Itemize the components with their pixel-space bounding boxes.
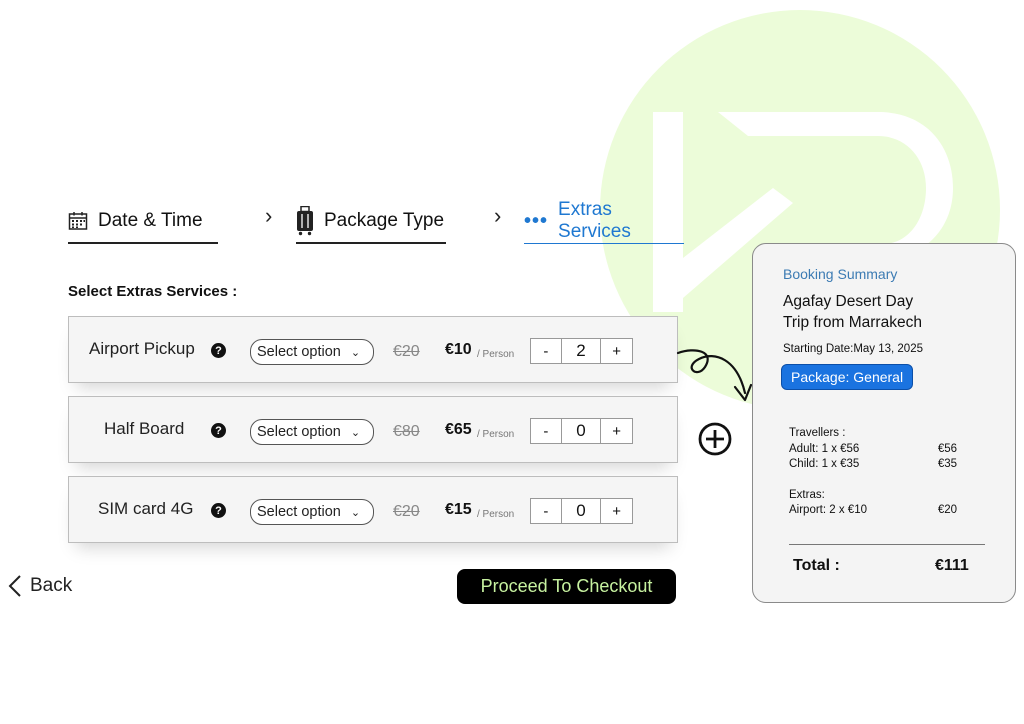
line-amount: €56 <box>937 442 957 455</box>
line-amount: €35 <box>937 458 957 470</box>
select-value: Select option <box>257 504 341 520</box>
increment-button[interactable]: + <box>612 502 622 520</box>
help-icon[interactable]: ? <box>211 343 226 358</box>
decrement-button[interactable]: - <box>531 339 562 363</box>
help-icon[interactable]: ? <box>211 503 226 518</box>
travellers-label: Travellers : <box>789 427 846 439</box>
curly-arrow-icon <box>676 349 753 402</box>
old-price: €20 <box>393 503 420 520</box>
extra-row-airport-pickup: Airport Pickup ? Select option ⌄ €20 €10… <box>68 316 678 383</box>
ellipsis-icon: ••• <box>524 209 549 232</box>
extra-row-half-board: Half Board ? Select option ⌄ €80 €65 / P… <box>68 396 678 463</box>
select-value: Select option <box>257 424 341 440</box>
step-date-time[interactable]: Date & Time <box>68 198 218 244</box>
step-extras-services[interactable]: ••• Extras Services <box>524 198 684 244</box>
increment-button[interactable]: + <box>612 422 622 440</box>
quantity-stepper: - 2 + <box>530 338 633 364</box>
step-underline <box>524 242 684 244</box>
step-underline <box>296 242 446 244</box>
line-label: Airport: 2 x €10 <box>789 504 867 516</box>
proceed-to-checkout-button[interactable]: Proceed To Checkout <box>457 569 676 604</box>
quantity-stepper: - 0 + <box>530 498 633 524</box>
quantity-value[interactable]: 0 <box>562 419 602 443</box>
select-value: Select option <box>257 344 341 360</box>
summary-line: Child: 1 x €35 €35 <box>789 457 957 473</box>
line-amount: €20 <box>937 504 957 516</box>
calendar-icon <box>68 212 88 230</box>
trip-name: Agafay Desert Day Trip from Marrakech <box>783 291 983 333</box>
decrement-button[interactable]: - <box>531 499 562 523</box>
option-select[interactable]: Select option ⌄ <box>250 499 374 525</box>
luggage-icon <box>297 206 313 236</box>
line-label: Adult: 1 x €56 <box>789 442 860 455</box>
trip-name-line: Agafay Desert Day <box>783 293 914 310</box>
quantity-value[interactable]: 0 <box>562 499 602 523</box>
summary-line: Adult: 1 x €56 €56 <box>789 442 957 458</box>
chevron-right-icon: › <box>494 203 502 228</box>
quantity-stepper: - 0 + <box>530 418 633 444</box>
per-person-label: / Person <box>477 349 515 360</box>
old-price: €20 <box>393 343 420 360</box>
option-select[interactable]: Select option ⌄ <box>250 419 374 445</box>
step-package-type[interactable]: Package Type <box>296 198 446 244</box>
quantity-value[interactable]: 2 <box>562 339 602 363</box>
extras-label: Extras: <box>789 488 825 501</box>
total-value: €111 <box>935 557 969 574</box>
chevron-down-icon: ⌄ <box>350 426 361 439</box>
extra-row-sim-card: SIM card 4G ? Select option ⌄ €20 €15 / … <box>68 476 678 543</box>
trip-name-line: Trip from Marrakech <box>783 314 922 331</box>
extra-name: Half Board <box>104 419 185 438</box>
per-person-label: / Person <box>477 429 515 440</box>
back-button[interactable]: Back <box>8 574 72 598</box>
chevron-down-icon: ⌄ <box>350 506 361 519</box>
package-badge: Package: General <box>781 364 914 390</box>
step-label: Date & Time <box>98 210 203 231</box>
chevron-down-icon: ⌄ <box>350 346 361 359</box>
summary-lines: Travellers : Adult: 1 x €56 €56 Child: 1… <box>789 426 957 519</box>
decrement-button[interactable]: - <box>531 419 562 443</box>
old-price: €80 <box>393 423 420 440</box>
option-select[interactable]: Select option ⌄ <box>250 339 374 365</box>
section-title: Select Extras Services : <box>68 283 238 300</box>
extra-name: SIM card 4G <box>98 499 194 518</box>
back-label: Back <box>30 575 73 596</box>
price: €15 <box>445 501 472 518</box>
step-label: Package Type <box>324 210 445 231</box>
summary-divider <box>789 544 985 545</box>
step-label: Extras Services <box>558 199 631 242</box>
chevron-left-icon <box>8 575 21 597</box>
summary-line: Airport: 2 x €10 €20 <box>789 503 957 519</box>
step-underline <box>68 242 218 244</box>
help-icon[interactable]: ? <box>211 423 226 438</box>
price: €65 <box>445 421 472 438</box>
total-label: Total : <box>793 557 840 574</box>
increment-button[interactable]: + <box>612 342 622 360</box>
chevron-right-icon: › <box>265 203 273 228</box>
plus-circle-icon <box>698 422 732 456</box>
extra-name: Airport Pickup <box>89 339 195 358</box>
line-label: Child: 1 x €35 <box>789 458 860 470</box>
starting-date: Starting Date:May 13, 2025 <box>783 343 923 355</box>
price: €10 <box>445 341 472 358</box>
per-person-label: / Person <box>477 509 515 520</box>
booking-summary-card: Booking Summary Agafay Desert Day Trip f… <box>752 243 1016 603</box>
summary-title: Booking Summary <box>783 266 898 282</box>
